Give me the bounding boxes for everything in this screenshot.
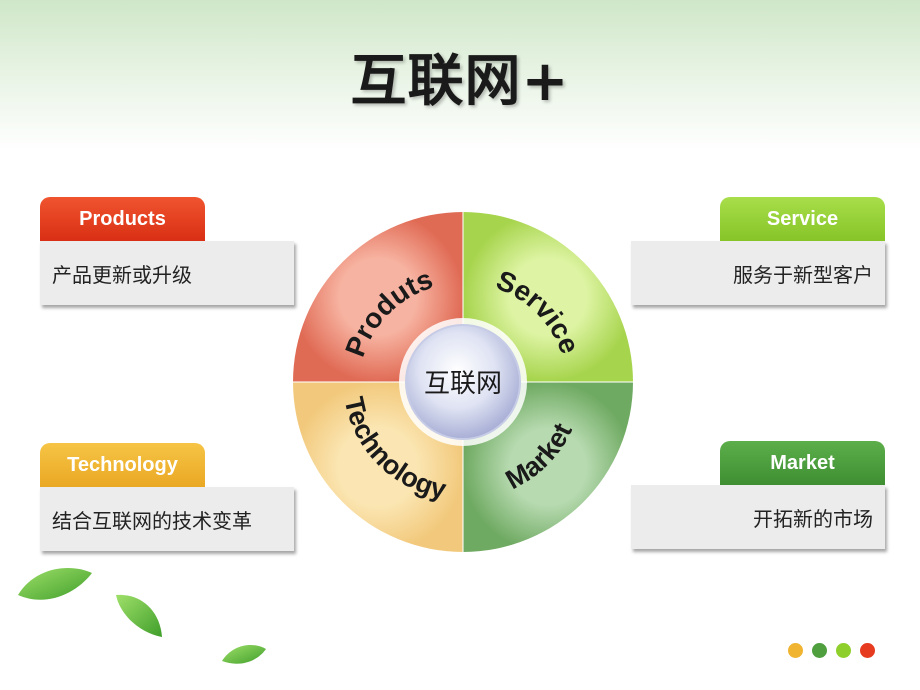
products-tab-label: Products xyxy=(79,207,166,230)
products-card-text: 产品更新或升级 xyxy=(52,262,192,287)
products-card: 产品更新或升级 xyxy=(40,241,294,305)
dot-green xyxy=(812,643,827,658)
service-tab-label: Service xyxy=(766,207,839,230)
technology-card: 结合互联网的技术变革 xyxy=(40,487,294,551)
center-hub xyxy=(405,324,521,440)
leaf-decoration xyxy=(18,568,266,664)
service-card-text: 服务于新型客户 xyxy=(733,262,873,287)
market-tab: Market xyxy=(720,441,885,485)
service-card: 服务于新型客户 xyxy=(631,241,885,305)
dot-yellow xyxy=(788,643,803,658)
technology-card-text: 结合互联网的技术变革 xyxy=(52,508,252,533)
leaf-icon xyxy=(18,568,92,600)
ring-diagram: Produts Service Technology Market 互联网 xyxy=(293,212,633,552)
service-tab: Service xyxy=(720,197,885,241)
market-tab-label: Market xyxy=(770,451,835,474)
technology-tab: Technology xyxy=(40,443,205,487)
products-tab: Products xyxy=(40,197,205,241)
leaf-icon xyxy=(116,594,162,637)
technology-tab-label: Technology xyxy=(67,453,178,476)
dot-lime xyxy=(836,643,851,658)
color-dots xyxy=(788,643,875,658)
market-card-text: 开拓新的市场 xyxy=(753,506,873,531)
market-card: 开拓新的市场 xyxy=(631,485,885,549)
center-hub-label: 互联网 xyxy=(424,369,502,399)
leaf-icon xyxy=(222,645,266,664)
dot-red xyxy=(860,643,875,658)
page-title: 互联网+ xyxy=(350,49,570,114)
header-background xyxy=(0,0,920,150)
